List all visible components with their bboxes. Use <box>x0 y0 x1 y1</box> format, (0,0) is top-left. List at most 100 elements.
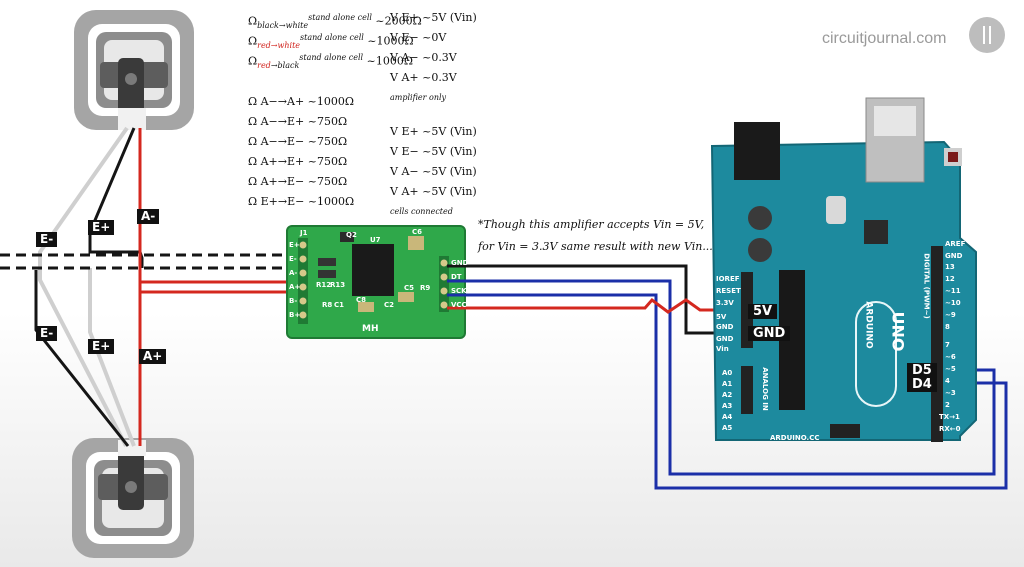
formula-item: V E+ ~5V (Vin) <box>390 125 477 138</box>
label-gnd: GND <box>748 326 791 341</box>
hx711-silk: C8 <box>356 296 367 304</box>
arduino-analog-pin: A2 <box>722 391 733 399</box>
formulas-amplifier-only: V E+ ~5V (Vin) V E− ~0V V A− ~0.3V V A+ … <box>390 8 477 108</box>
hx711-silk: J1 <box>300 229 308 237</box>
formula-superscript-label: amplifier only <box>390 93 447 102</box>
hx711-pin-label: SCK <box>451 287 467 295</box>
arduino-digital-pin: GND <box>945 252 963 260</box>
formula-black-white: Ωblack→whitestand alone cell ~2000Ω <box>248 13 422 30</box>
hx711-pin-label: A+ <box>289 283 301 291</box>
hx711-silk: C5 <box>404 284 415 292</box>
hx711-silk: R13 <box>330 281 346 289</box>
formula-item: V E− ~5V (Vin) <box>390 145 477 158</box>
formula-item: V A+ ~0.3V <box>390 71 457 84</box>
arduino-analog-pin: A3 <box>722 402 733 410</box>
hx711-pin-label: B- <box>289 297 298 305</box>
formula-item: V E− ~0V <box>390 31 447 44</box>
note-line-2: for Vin = 3.3V same result with new Vin.… <box>478 240 713 253</box>
amplifier-note: *Though this amplifier accepts Vin = 5V,… <box>478 214 713 258</box>
formulas-stand-alone: Ωblack→whitestand alone cell ~2000Ω Ωred… <box>248 8 422 70</box>
hx711-silk: R12 <box>316 281 332 289</box>
arduino-digital-pin: ~9 <box>945 311 956 319</box>
arduino-footer: ARDUINO.CC <box>770 434 820 442</box>
hx711-pin-label: VCC <box>451 301 467 309</box>
hx711-silk: C2 <box>384 301 395 309</box>
arduino-digital-pin: ~11 <box>945 287 961 295</box>
label-a-minus: A- <box>137 209 160 224</box>
hx711-pin-label: GND <box>451 259 469 267</box>
arduino-model: UNO <box>888 311 908 352</box>
label-e-plus-bottom: E+ <box>88 339 115 354</box>
arduino-digital-pin: TX→1 <box>939 413 960 421</box>
formula-superscript-label: cells connected <box>390 207 453 216</box>
formula-item: Ω A−→E+ ~750Ω <box>248 115 348 128</box>
arduino-power-pin: RESET <box>716 287 741 295</box>
hx711-silk: Q2 <box>346 231 357 239</box>
arduino-digital-pin: AREF <box>945 240 966 248</box>
label-d4: D4 <box>907 377 937 392</box>
formula-red-black: Ωred→blackstand alone cell ~1000Ω <box>248 53 413 70</box>
watermark-text: circuitjournal.com <box>822 30 947 47</box>
arduino-digital-pin: RX←0 <box>939 425 961 433</box>
hx711-silk: R8 <box>322 301 333 309</box>
formula-item: Ω A+→E− ~750Ω <box>248 175 348 188</box>
hx711-pin-label: E- <box>289 255 297 263</box>
label-d5: D5 <box>907 363 937 378</box>
arduino-brand: ARDUINO <box>863 301 874 349</box>
formula-item: V A+ ~5V (Vin) <box>390 185 477 198</box>
hx711-pin-label: E+ <box>289 241 300 249</box>
label-e-minus-bottom: E- <box>36 326 58 341</box>
formula-red-white: Ωred→whitestand alone cell ~1000Ω <box>248 33 414 50</box>
arduino-power-pin: GND <box>716 335 734 343</box>
watermark-logo-icon <box>969 17 1005 53</box>
formula-item: V A− ~5V (Vin) <box>390 165 477 178</box>
formula-item: Ω E+→E− ~1000Ω <box>248 195 355 208</box>
hx711-silk: R9 <box>420 284 431 292</box>
hx711-silk: MH <box>362 324 379 334</box>
arduino-analog-pin: A0 <box>722 369 733 377</box>
label-e-plus-top: E+ <box>88 220 115 235</box>
formula-item: V A− ~0.3V <box>390 51 457 64</box>
formulas-cells-connected: V E+ ~5V (Vin) V E− ~5V (Vin) V A− ~5V (… <box>390 122 477 222</box>
arduino-digital-pin: 8 <box>945 323 950 331</box>
formula-item: V E+ ~5V (Vin) <box>390 11 477 24</box>
formula-item: Ω A+→E+ ~750Ω <box>248 155 348 168</box>
label-5v: 5V <box>748 304 778 319</box>
formula-item: Ω A−→E− ~750Ω <box>248 135 348 148</box>
arduino-digital-pin: ~10 <box>945 299 961 307</box>
hx711-board <box>286 225 466 339</box>
signal-wires <box>447 264 1008 490</box>
load-cell-bottom <box>72 438 194 558</box>
arduino-digital-pin: 12 <box>945 275 955 283</box>
arduino-analog-header: ANALOG IN <box>760 367 769 411</box>
hx711-pin-label: A- <box>289 269 298 277</box>
label-a-plus: A+ <box>139 349 167 364</box>
arduino-reset-label: RESET <box>934 135 959 143</box>
arduino-power-pin: Vin <box>716 345 729 353</box>
label-e-minus-top: E- <box>36 232 58 247</box>
arduino-analog-pin: A1 <box>722 380 733 388</box>
arduino-power-pin: 5V <box>716 313 727 321</box>
arduino-digital-pin: 7 <box>945 341 950 349</box>
arduino-analog-pin: A5 <box>722 424 733 432</box>
arduino-power-pin: GND <box>716 323 734 331</box>
formula-item: Ω A−→A+ ~1000Ω <box>248 95 354 108</box>
arduino-power-pin: 3.3V <box>716 299 734 307</box>
arduino-power-pin: IOREF <box>716 275 740 283</box>
arduino-digital-pin: 2 <box>945 401 950 409</box>
arduino-digital-pin: 4 <box>945 377 950 385</box>
arduino-digital-pin: 13 <box>945 263 955 271</box>
arduino-digital-pin: ~5 <box>945 365 956 373</box>
arduino-digital-pin: ~3 <box>945 389 956 397</box>
load-cell-top <box>74 10 194 130</box>
arduino-digital-pin: ~6 <box>945 353 956 361</box>
hx711-silk: C6 <box>412 228 423 236</box>
hx711-silk: C1 <box>334 301 345 309</box>
note-line-1: *Though this amplifier accepts Vin = 5V, <box>478 218 705 231</box>
hx711-silk: U7 <box>370 236 381 244</box>
hx711-pin-label: B+ <box>289 311 301 319</box>
arduino-digital-header: DIGITAL (PWM~) <box>922 253 931 319</box>
formulas-wire-pairs: Ω A−→A+ ~1000Ω Ω A−→E+ ~750Ω Ω A−→E− ~75… <box>248 92 354 212</box>
arduino-analog-pin: A4 <box>722 413 733 421</box>
